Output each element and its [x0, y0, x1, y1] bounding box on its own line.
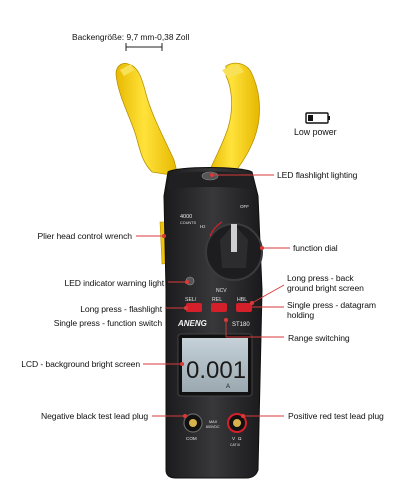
hbl-button — [236, 303, 252, 312]
label-long-press-back-2: ground bright screen — [287, 283, 364, 293]
dial-off: OFF — [240, 204, 249, 209]
model-label: ST180 — [232, 322, 250, 328]
com-label: COM — [186, 436, 197, 441]
max-label-1: MAX — [209, 420, 218, 424]
lcd-reading: 0.001 — [186, 357, 246, 384]
cat-label: CAT III — [230, 443, 240, 447]
label-single-press-hold-2: holding — [287, 310, 315, 320]
label-long-press-back-1: Long press - back — [287, 273, 354, 283]
label-positive-plug: Positive red test lead plug — [288, 411, 384, 421]
brand-logo: ANENG — [177, 319, 207, 328]
dial-hz: Hz — [200, 224, 206, 229]
counts-top: 4000 — [180, 214, 192, 220]
label-long-press-flash: Long press - flashlight — [80, 304, 162, 314]
ohm-jack-label: Ω — [238, 436, 242, 441]
label-led-flashlight: LED flashlight lighting — [277, 170, 358, 180]
label-single-press-hold-1: Single press - datagram — [287, 300, 376, 310]
rel-button — [211, 303, 227, 312]
label-single-press-func: Single press - function switch — [53, 318, 162, 328]
label-led-indicator: LED indicator warning light — [64, 278, 164, 288]
label-negative-plug: Negative black test lead plug — [41, 411, 148, 421]
dial-ncv: NCV — [216, 288, 227, 294]
v-jack-label: V — [232, 436, 236, 441]
btn-rel-label: REL — [212, 297, 222, 303]
btn-hbl-label: HBL — [237, 297, 247, 303]
label-range-switching: Range switching — [288, 333, 350, 343]
sel-button — [186, 303, 202, 312]
flashlight-lens — [201, 171, 219, 181]
label-function-dial: function dial — [293, 243, 338, 253]
left-jaw — [115, 63, 179, 177]
jaw-size-label: Backengröße: 9,7 mm-0,38 Zoll — [72, 32, 190, 42]
label-lcd-backlight: LCD - background bright screen — [21, 359, 140, 369]
max-label-2: 600VDC — [206, 425, 220, 429]
lcd-unit: A — [226, 384, 230, 390]
low-power-label: Low power — [294, 127, 337, 137]
btn-sel-label: SEL/ — [185, 297, 197, 303]
lcd-screen — [182, 338, 248, 392]
label-plier-wrench: Plier head control wrench — [37, 231, 133, 241]
counts-bottom: COUNTS — [180, 221, 196, 225]
right-jaw — [207, 62, 260, 177]
